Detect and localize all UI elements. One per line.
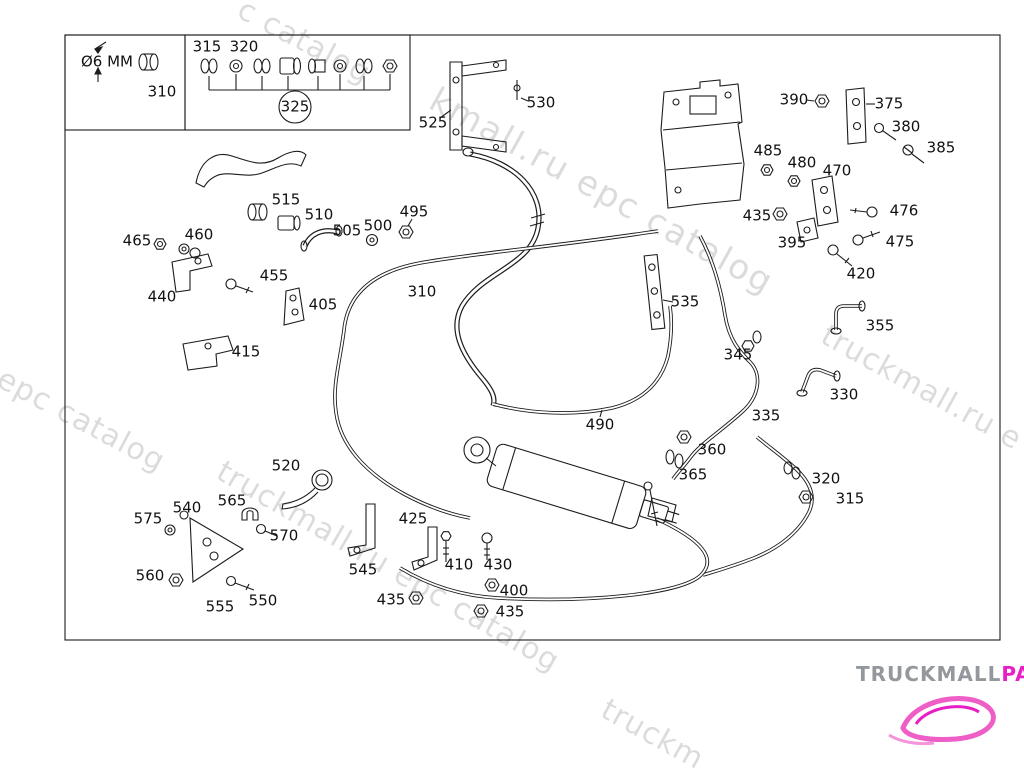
part-label-320: 320 <box>811 469 841 488</box>
part-label-435-b: 435 <box>376 590 406 609</box>
legend-circle <box>278 90 312 124</box>
elbow-hose-505 <box>300 225 343 252</box>
part-label-375: 375 <box>874 94 904 113</box>
part-label-525: 525 <box>418 113 448 132</box>
part-label-555: 555 <box>205 597 235 616</box>
part-label-410: 410 <box>444 555 474 574</box>
part-label-460: 460 <box>184 225 214 244</box>
part-label-515: 515 <box>271 190 301 209</box>
legend-box <box>184 34 411 131</box>
part-label-385: 385 <box>926 138 956 157</box>
part-label-435-a: 435 <box>742 206 772 225</box>
part-label-510: 510 <box>304 205 334 224</box>
hydraulic-cylinder <box>463 436 680 530</box>
inset-fitting <box>94 41 159 82</box>
part-label-465: 465 <box>122 231 152 250</box>
part-label-530: 530 <box>526 93 556 112</box>
bottom-center-hardware <box>408 526 500 618</box>
part-label-540: 540 <box>172 498 202 517</box>
bracket-525 <box>449 59 507 153</box>
part-label-395: 395 <box>777 233 807 252</box>
brand-name-pink: PARTS <box>1001 662 1024 686</box>
part-label-425: 425 <box>398 509 428 528</box>
mount-strip-535 <box>643 253 666 331</box>
part-label-470: 470 <box>822 161 852 180</box>
part-label-440: 440 <box>147 287 177 306</box>
part-label-495: 495 <box>399 202 429 221</box>
part-label-520: 520 <box>271 456 301 475</box>
part-label-365: 365 <box>678 465 708 484</box>
part-label-560: 560 <box>135 566 165 585</box>
right-hardware <box>760 87 925 267</box>
part-label-405: 405 <box>308 295 338 314</box>
part-label-505: 505 <box>332 221 362 240</box>
main-pipes <box>333 229 814 602</box>
parts-diagram <box>64 34 1001 746</box>
part-label-390: 390 <box>779 90 809 109</box>
part-label-565: 565 <box>217 491 247 510</box>
hose <box>454 147 546 407</box>
bottom-left-hardware <box>164 503 376 591</box>
part-label-415: 415 <box>231 342 261 361</box>
part-label-420: 420 <box>846 264 876 283</box>
part-label-500: 500 <box>363 216 393 235</box>
brand-logo-swoosh <box>888 695 996 746</box>
inset-part-label: 310 <box>147 82 177 101</box>
pipe-clip <box>195 150 307 188</box>
part-label-315: 315 <box>835 489 865 508</box>
part-label-480: 480 <box>787 153 817 172</box>
brand-name-gray: TRUCKMALL <box>856 662 1002 686</box>
part-label-310: 310 <box>407 282 437 301</box>
legend-label-315: 315 <box>192 37 222 56</box>
part-label-435-c: 435 <box>495 602 525 621</box>
part-label-355: 355 <box>865 316 895 335</box>
part-label-575: 575 <box>133 509 163 528</box>
inset-diameter-label: Ø6 MM <box>80 52 134 71</box>
part-label-535: 535 <box>670 292 700 311</box>
part-label-360: 360 <box>697 440 727 459</box>
brand-wordmark: TRUCKMALLPARTS <box>856 662 1024 686</box>
left-fittings <box>153 203 414 371</box>
diagram-border <box>64 34 1001 641</box>
part-label-380: 380 <box>891 117 921 136</box>
part-label-330: 330 <box>829 385 859 404</box>
part-label-550: 550 <box>248 591 278 610</box>
valve-block <box>660 79 745 209</box>
part-label-430: 430 <box>483 555 513 574</box>
cable-tie-520 <box>281 469 333 510</box>
legend-label-320: 320 <box>229 37 259 56</box>
part-label-485: 485 <box>753 141 783 160</box>
pin-530 <box>513 80 529 102</box>
part-label-490: 490 <box>585 415 615 434</box>
legend-fittings <box>200 57 398 124</box>
part-label-345: 345 <box>723 345 753 364</box>
part-label-400: 400 <box>499 581 529 600</box>
part-label-475: 475 <box>885 232 915 251</box>
right-fittings <box>665 300 866 504</box>
part-label-455: 455 <box>259 266 289 285</box>
part-label-570: 570 <box>269 526 299 545</box>
part-label-476: 476 <box>889 201 919 220</box>
part-label-545: 545 <box>348 560 378 579</box>
part-label-335: 335 <box>751 406 781 425</box>
legend-label-325: 325 <box>280 97 310 116</box>
